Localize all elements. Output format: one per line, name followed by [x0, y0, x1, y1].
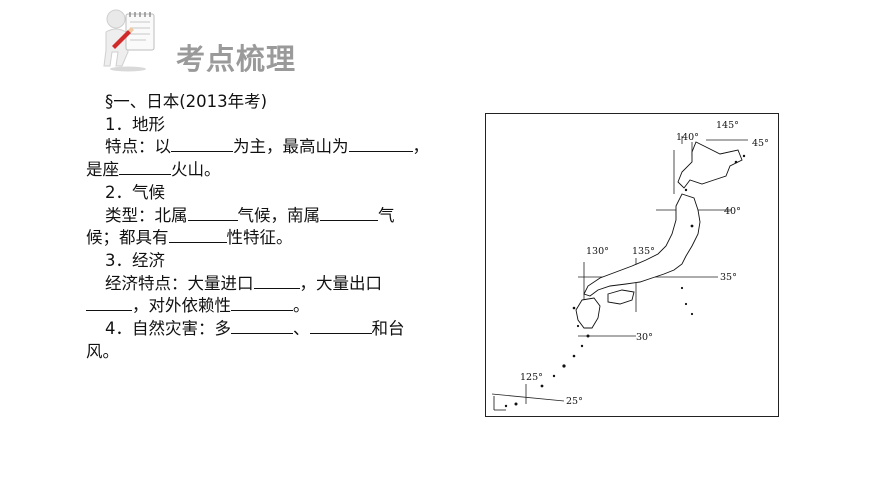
text: 经济特点：大量进口 — [105, 273, 254, 293]
japan-outline-map: 145° 140° 45° 40° 130° 135° 35° 30° 125°… — [491, 120, 769, 411]
text: 。 — [293, 296, 310, 316]
text: 是座 — [86, 160, 119, 180]
item2-line2: 候；都具有 性特征。 — [86, 227, 456, 250]
item2-line1: 类型：北属 气候，南属 气 — [86, 205, 456, 228]
answer-blank[interactable] — [253, 274, 300, 289]
answer-blank[interactable] — [187, 206, 238, 221]
answer-blank[interactable] — [171, 137, 233, 153]
inset-corner — [493, 396, 506, 411]
text: 候；都具有 — [86, 228, 169, 248]
text: ， — [412, 137, 430, 157]
item2-heading: 2．气候 — [105, 182, 165, 202]
honshu — [583, 193, 701, 297]
text: 性特征。 — [226, 228, 293, 248]
text: 气 — [378, 205, 395, 225]
label-25: 25° — [566, 396, 583, 407]
item3-heading: 3．经济 — [105, 250, 165, 270]
label-135: 135° — [632, 246, 655, 257]
text: 火山。 — [171, 160, 221, 180]
label-40: 40° — [724, 206, 741, 217]
answer-blank[interactable] — [348, 137, 413, 153]
page-title: 考点梳理 — [176, 42, 297, 76]
item3-line1: 经济特点：大量进口 ，大量出口 — [86, 273, 456, 296]
text: 类型：北属 — [105, 205, 188, 225]
item1-heading: 1．地形 — [105, 114, 165, 134]
label-125: 125° — [520, 372, 543, 383]
section-header: 考点梳理 — [98, 8, 358, 76]
islands — [575, 141, 743, 329]
answer-blank[interactable] — [320, 206, 378, 221]
text: ，对外依赖性 — [132, 296, 231, 316]
small-islands — [504, 154, 746, 408]
answer-blank[interactable] — [309, 319, 372, 335]
item1-line1: 特点：以 为主，最高山为 ， — [86, 136, 456, 159]
label-145: 145° — [716, 120, 739, 131]
text: 为主，最高山为 — [233, 137, 349, 157]
text: 和台 — [371, 319, 405, 339]
answer-blank[interactable] — [86, 296, 132, 312]
label-30: 30° — [636, 332, 653, 343]
text: ，大量出口 — [299, 273, 383, 293]
hokkaido — [677, 141, 743, 189]
answer-blank[interactable] — [168, 228, 227, 244]
text: 特点：以 — [105, 137, 171, 157]
text: 、 — [293, 319, 310, 339]
label-130: 130° — [586, 246, 609, 257]
section-heading: §一、日本(2013年考) — [105, 92, 268, 111]
text: 4．自然灾害：多 — [105, 319, 231, 339]
label-35: 35° — [720, 272, 737, 283]
answer-blank[interactable] — [231, 319, 293, 335]
answer-blank[interactable] — [119, 160, 171, 176]
item1-line2: 是座 火山。 — [86, 159, 456, 182]
shikoku — [607, 289, 635, 305]
answer-blank[interactable] — [231, 296, 293, 312]
item4-line1: 4．自然灾害：多 、 和台 — [86, 318, 456, 341]
person-with-notepad-icon — [103, 9, 155, 72]
parallel-25 — [491, 393, 565, 402]
item3-line2: ，对外依赖性 。 — [86, 295, 456, 318]
notes-content: §一、日本(2013年考) 1．地形 特点：以 为主，最高山为 ， 是座 火山。 2．… — [86, 91, 456, 363]
text: 气候，南属 — [237, 205, 321, 225]
japan-map: 145° 140° 45° 40° 130° 135° 35° 30° 125°… — [485, 113, 779, 417]
item4-line2: 风。 — [86, 341, 119, 361]
label-140: 140° — [676, 132, 699, 143]
label-45: 45° — [752, 138, 769, 149]
kyushu — [575, 297, 601, 329]
